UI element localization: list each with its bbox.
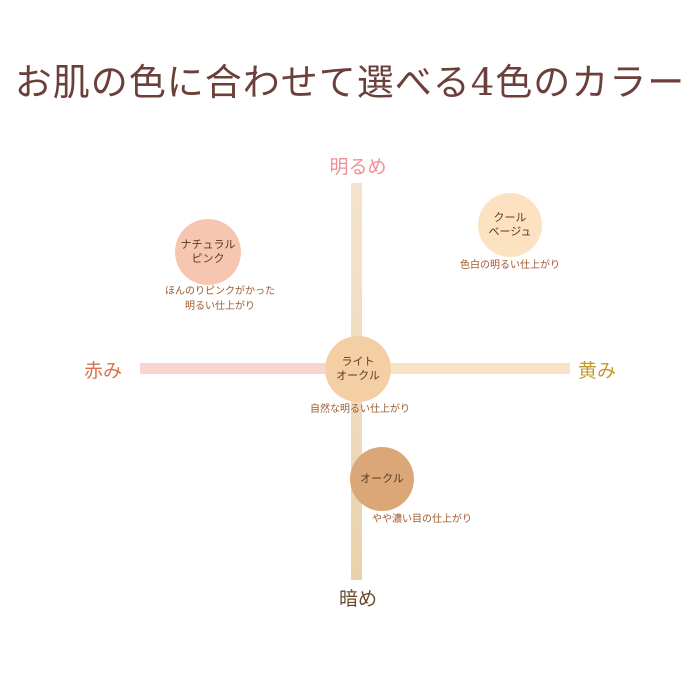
- axis-label-dark: 暗め: [338, 588, 377, 610]
- swatch-ocher: オークル: [350, 447, 414, 511]
- page-title: お肌の色に合わせて選べる4色のカラー: [14, 61, 686, 104]
- axis-label-red: 赤み: [84, 360, 123, 382]
- desc-cool-beige: 色白の明るい仕上がり: [460, 260, 560, 271]
- swatch-cool-beige: クール ベージュ: [478, 193, 542, 257]
- horizontal-axis-bar-yellow: [372, 363, 570, 374]
- axis-label-bright: 明るめ: [329, 156, 387, 178]
- axis-label-yellow: 黄み: [578, 360, 617, 382]
- swatch-label-ocher: オークル: [360, 472, 404, 485]
- desc-ocher: やや濃い目の仕上がり: [372, 514, 472, 525]
- horizontal-axis-bar-red: [140, 363, 340, 374]
- desc-light-ocher: 自然な明るい仕上がり: [310, 404, 410, 415]
- swatch-label-light-ocher: ライト オークル: [336, 355, 380, 382]
- swatch-light-ocher: ライト オークル: [325, 336, 391, 402]
- swatch-label-natural-pink: ナチュラル ピンク: [180, 238, 236, 265]
- swatch-natural-pink: ナチュラル ピンク: [175, 219, 241, 285]
- swatch-label-cool-beige: クール ベージュ: [488, 211, 532, 238]
- desc-natural-pink: ほんのりピンクがかった 明るい仕上がり: [165, 286, 275, 312]
